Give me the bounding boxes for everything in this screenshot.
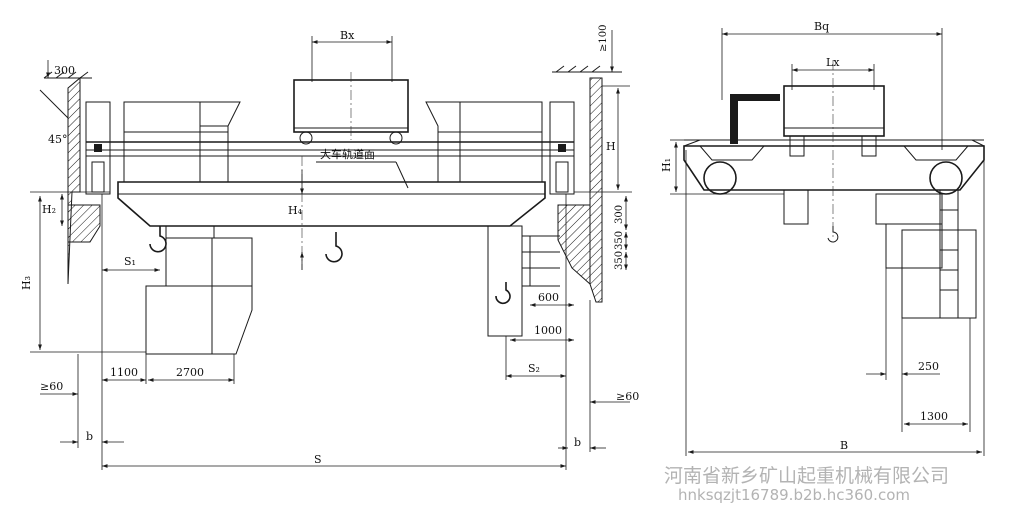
label-100: ≥100 [598,25,609,52]
label-1100: 1100 [110,366,138,379]
label-250: 250 [918,360,939,373]
label-h-right: H [606,140,616,153]
left-wall [39,71,101,285]
trolley [293,72,409,145]
bridge-girder [86,141,574,227]
label-h4: H₄ [288,204,303,217]
label-bx: Bx [340,29,355,42]
label-lx: Lx [826,56,840,69]
label-2700: 2700 [176,366,204,379]
label-60-left: ≥60 [40,380,63,393]
label-1000: 1000 [534,324,562,337]
left-end-post [85,101,111,195]
label-h2: H₂ [42,203,56,216]
operator-cabin-left [145,225,253,355]
watermark: 河南省新乡矿山起重机械有限公司 hnksqzjt16789.b2b.hc360.… [664,465,949,504]
side-elevation-view [670,28,985,456]
front-elevation-view [30,30,632,470]
label-h3: H₃ [20,276,33,290]
label-b-right: b [574,436,581,449]
label-s2: S₂ [528,362,540,375]
label-b-total: B [840,439,848,452]
right-end-post [549,101,575,195]
operator-cabin-right [487,225,560,337]
side-trolley [730,60,885,240]
dimension-labels: 300 ≥100 Bx Bq Lx 大车轨道面 45° H H₁ H₂ H₃ H… [20,20,948,466]
label-600: 600 [538,291,559,304]
label-300-top: 300 [54,64,75,77]
label-60-right: ≥60 [616,390,639,403]
label-1300: 1300 [920,410,948,423]
right-wall [552,65,622,303]
label-b-left: b [86,430,93,443]
label-350-b: 350 [614,251,625,270]
label-bq: Bq [814,20,829,33]
label-s: S [314,453,322,466]
watermark-company: 河南省新乡矿山起重机械有限公司 [664,465,949,487]
label-s1: S₁ [124,255,136,268]
end-carriage [683,145,985,191]
label-350-a: 350 [614,231,625,250]
watermark-site: hnksqzjt16789.b2b.hc360.com [678,486,910,504]
label-angle: 45° [48,133,68,146]
label-rail-note: 大车轨道面 [320,147,375,161]
label-300-right: 300 [614,205,625,224]
label-h1: H₁ [660,158,673,172]
main-hook [149,226,511,305]
